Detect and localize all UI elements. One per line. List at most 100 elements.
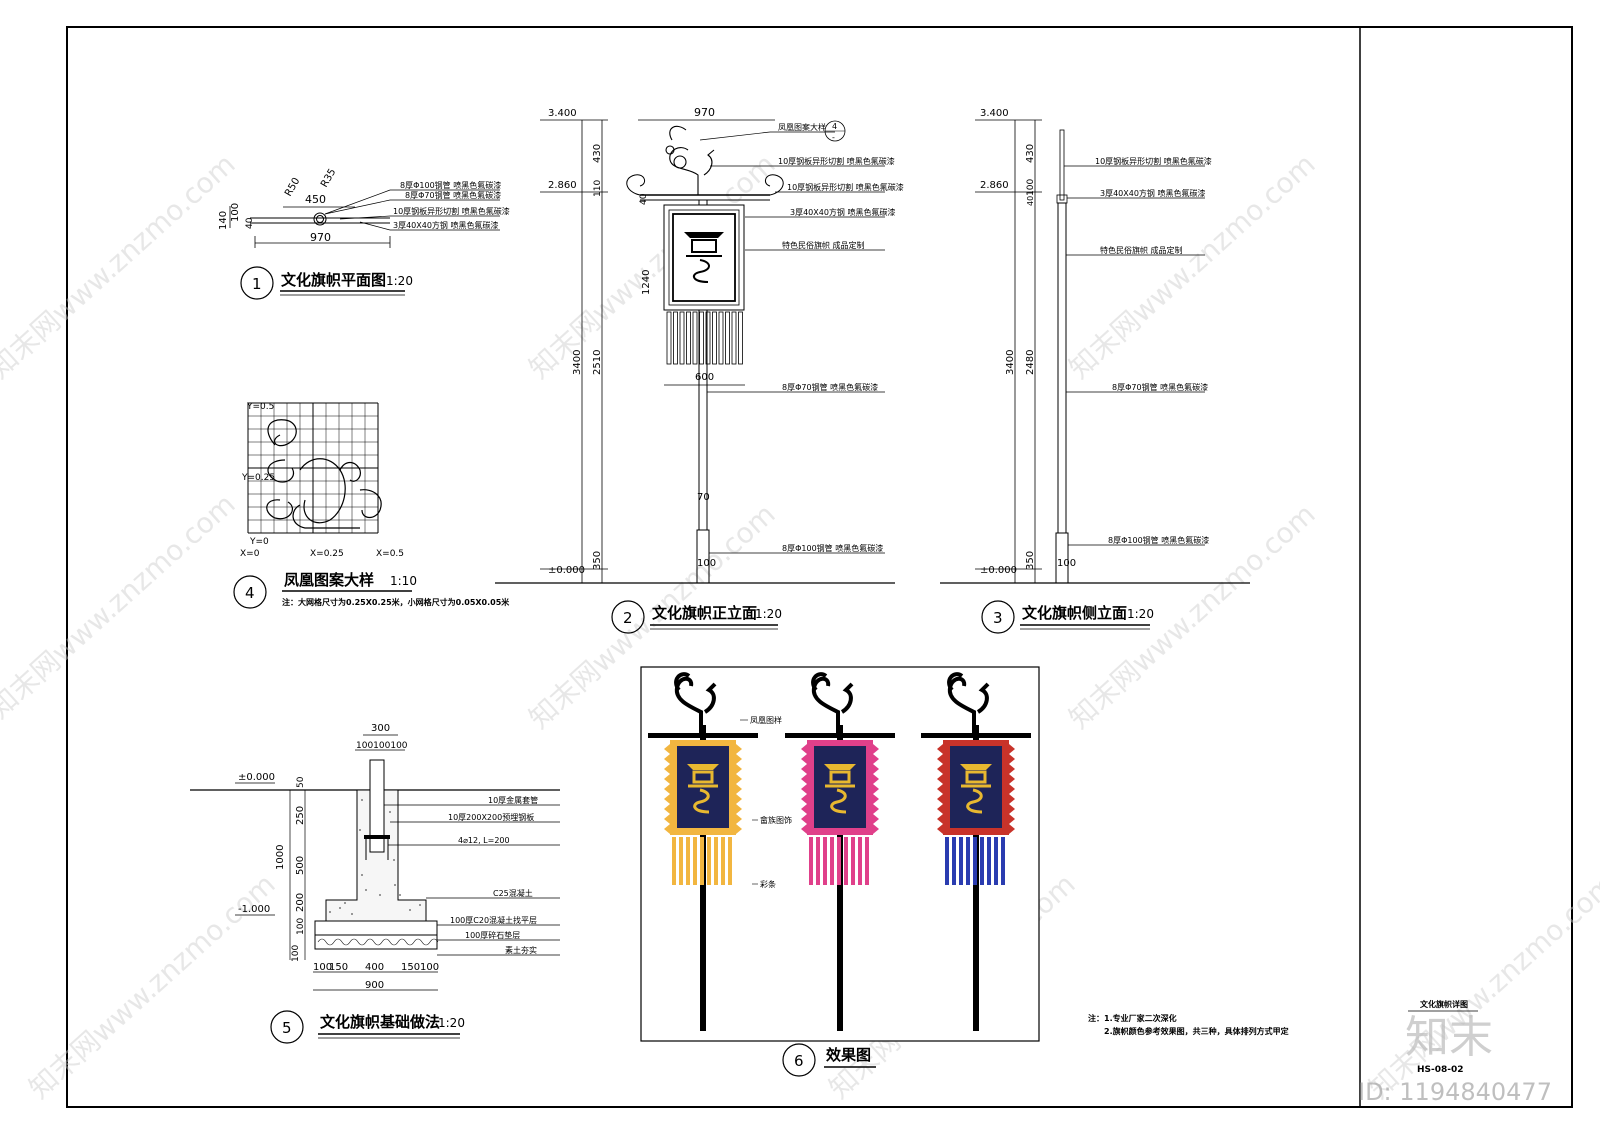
dim-b100b: 100 [420, 962, 439, 973]
flag-fringe-strip [844, 837, 848, 885]
flag-zigzag [736, 774, 742, 784]
view-title: 文化旗帜基础做法 [320, 1013, 440, 1031]
aggregate-dot [344, 902, 346, 904]
dim-40: 40 [1026, 196, 1035, 206]
dim-b150b: 150 [401, 962, 420, 973]
flag-fringe [666, 311, 743, 365]
flag-zigzag [1009, 744, 1015, 754]
flag-zigzag [1009, 804, 1015, 814]
flag-zigzag [873, 794, 879, 804]
flag-zigzag [736, 784, 742, 794]
flag-zigzag [1009, 764, 1015, 774]
view-scale: 1:20 [755, 607, 782, 621]
label-pipe70: 8厚Φ70钢管 喷黑色氟碳漆 [782, 382, 878, 392]
label-pipe100: 8厚Φ100钢管 喷黑色氟碳漆 [782, 543, 883, 553]
aggregate-dot [394, 884, 396, 886]
aggregate-dot [365, 889, 367, 891]
view-scale: 1:20 [386, 274, 413, 288]
dim-b400: 400 [365, 962, 384, 973]
flag-emblem [966, 788, 983, 814]
steel-sleeve [369, 759, 385, 853]
fringe-strip [692, 311, 698, 365]
flag-emblem [824, 764, 856, 770]
view-number: 2 [623, 609, 633, 627]
axis-y05: Y=0.5 [246, 402, 274, 412]
dim-r50: R50 [283, 176, 302, 199]
flag-zigzag [736, 744, 742, 754]
label-strips: 彩条 [760, 879, 776, 889]
dim-b100: 100 [313, 962, 332, 973]
dim-40: 40 [245, 217, 255, 229]
flag-zigzag [736, 804, 742, 814]
view-number: 5 [282, 1019, 292, 1037]
view-title: 文化旗帜正立面 [652, 604, 757, 622]
label-plate: 10厚钢板异形切割 喷黑色氟碳漆 [393, 206, 510, 216]
view-number: 6 [794, 1052, 804, 1070]
dim-1240: 1240 [641, 270, 652, 295]
aggregate-dot [419, 904, 421, 906]
flag-fringe-strip [851, 837, 855, 885]
aggregate-dot [361, 874, 363, 876]
watermark-text: 知末网www.znzmo.com [1063, 147, 1322, 385]
axis-x0: X=0 [240, 549, 260, 559]
flag-fringe-strip [679, 837, 683, 885]
flag-fringe-strip [865, 837, 869, 885]
flag-zigzag [801, 764, 807, 774]
watermark-id: ID: 1194840477 [1358, 1078, 1552, 1106]
aggregate-dot [393, 859, 395, 861]
flag-zigzag [736, 754, 742, 764]
aggregate-dot [329, 911, 331, 913]
callout-sheet: - [832, 133, 835, 142]
dim-b900: 900 [365, 980, 384, 991]
flag-zigzag [873, 784, 879, 794]
label-gravel: 100厚碎石垫层 [465, 930, 520, 940]
view-title: 效果图 [826, 1046, 871, 1064]
dim-350: 350 [1025, 551, 1036, 570]
view-4-phoenix-detail: Y=0.5 Y=0.25 Y=0 X=0 X=0.25 X=0.5 4 凤凰图案… [233, 402, 510, 609]
flag-fringe-strip [959, 837, 963, 885]
label-square-steel: 3厚40X40方钢 喷黑色氟碳漆 [393, 220, 498, 230]
flag-zigzag [873, 754, 879, 764]
dim-100: 100 [1026, 179, 1036, 196]
aggregate-dot [409, 909, 411, 911]
flag-zigzag [664, 774, 670, 784]
axis-y025: Y=0.25 [241, 473, 275, 483]
label-rebar: 4⌀12, L=200 [458, 836, 510, 845]
view-scale: 1:10 [390, 574, 417, 588]
label-c25: C25混凝土 [493, 888, 533, 898]
flag-zigzag [1009, 754, 1015, 764]
label-flag: 特色民俗旗帜 成品定制 [1100, 245, 1183, 255]
view-title: 文化旗帜平面图 [281, 271, 386, 289]
flag-zigzag [664, 764, 670, 774]
label-pipe100: 8厚Φ100钢管 喷黑色氟碳漆 [1108, 535, 1209, 545]
detail-grid [247, 402, 379, 534]
fringe-strip [738, 311, 743, 365]
flag-crossbar [785, 733, 895, 738]
flag-zigzag [801, 824, 807, 834]
flag-fringe-strip [823, 837, 827, 885]
view-number: 3 [993, 609, 1003, 627]
dim-50: 50 [296, 776, 306, 788]
fringe-strip [718, 311, 724, 365]
flag-zigzag [873, 824, 879, 834]
fringe-strip [705, 311, 711, 365]
flag-fringe-strip [693, 837, 697, 885]
view-title: 凤凰图案大样 [284, 571, 374, 589]
phoenix-icon [674, 672, 717, 733]
label-plate-1: 10厚钢板异形切割 喷黑色氟碳漆 [778, 156, 895, 166]
view-title: 文化旗帜侧立面 [1022, 604, 1127, 622]
flag-zigzag [736, 824, 742, 834]
dim-40: 40 [639, 193, 649, 205]
flag-fringe-strip [987, 837, 991, 885]
flag-zigzag [937, 804, 943, 814]
flag-fringe-strip [700, 837, 704, 885]
fringe-strip [673, 311, 678, 365]
aggregate-dot [379, 894, 381, 896]
dim-100: 100 [697, 558, 716, 569]
flag-zigzag [937, 784, 943, 794]
flag-zigzag [664, 754, 670, 764]
flag-fringe-strip [952, 837, 956, 885]
flag-zigzag [736, 814, 742, 824]
label-c20: 100厚C20混凝土找平层 [450, 915, 537, 925]
